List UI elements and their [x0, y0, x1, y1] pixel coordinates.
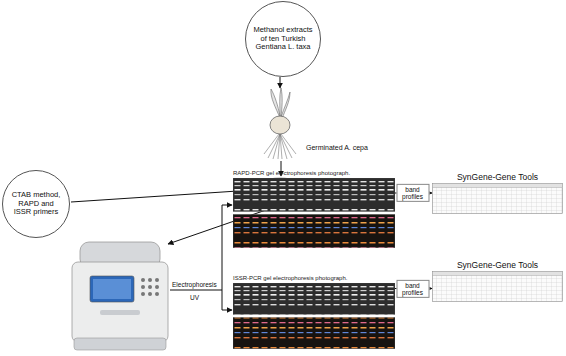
table-image [432, 271, 563, 302]
process-label: UV [190, 294, 199, 302]
gel-photo: RAPD-PCR gel electrophoresis photograph. [233, 170, 395, 248]
flow-arrows [222, 205, 223, 310]
table-grid [433, 184, 563, 214]
thermal-cycler [148, 285, 152, 289]
onion-bulb [270, 116, 290, 134]
gel-image [233, 178, 395, 248]
gel-strip [233, 215, 395, 248]
process-label: Electrophoresis [172, 281, 217, 289]
thermal-cycler [93, 279, 131, 299]
thermal-cycler [148, 278, 152, 282]
flow-arrows [222, 205, 232, 206]
band-table: SynGene-Gene Tools [432, 260, 563, 302]
gel-strip [233, 283, 395, 314]
table-header [433, 184, 563, 188]
thermal-cycler [155, 292, 159, 296]
thermal-cycler [100, 310, 140, 315]
edge-label: band profiles [396, 279, 429, 297]
thermal-cycler [155, 285, 159, 289]
extract-circle: Methanol extracts of ten Turkish Gentian… [245, 1, 321, 77]
thermal-cycler [72, 262, 168, 342]
gel-strip [233, 178, 395, 211]
onion-leaves [271, 88, 290, 119]
flow-arrows [71, 190, 253, 202]
node-text: RAPD-PCR gel electrophoresis photograph. [233, 170, 395, 177]
thermal-cycler [74, 338, 166, 350]
thermal-cycler [141, 292, 145, 296]
node-text: CTAB method, RAPD and ISSR primers [9, 191, 63, 217]
node-text: SynGene-Gene Tools [432, 260, 563, 270]
thermal-cycler [72, 242, 168, 350]
node-text: Methanol extracts of ten Turkish Gentian… [253, 26, 313, 52]
flow-arrows [222, 310, 232, 311]
table-image [432, 183, 563, 214]
band-table: SynGene-Gene Tools [432, 172, 563, 214]
table-grid [433, 272, 563, 302]
thermal-cycler [90, 276, 134, 302]
thermal-cycler [141, 278, 145, 282]
gel-image [233, 283, 395, 349]
image-caption: Germinated A. cepa [306, 144, 368, 152]
node-text: SynGene-Gene Tools [432, 172, 563, 182]
onion-image: Germinated A. cepa [258, 88, 302, 160]
thermal-cycler [155, 278, 159, 282]
edge-label: band profiles [396, 184, 429, 202]
thermal-cycler [148, 292, 152, 296]
method-circle: CTAB method, RAPD and ISSR primers [2, 170, 70, 238]
table-header [433, 272, 563, 276]
onion-roots [264, 134, 296, 159]
thermal-cycler [141, 285, 145, 289]
gel-photo: ISSR-PCR gel electrophoresis photograph. [233, 275, 395, 349]
flow-arrows [170, 290, 222, 291]
flow-arrow [280, 77, 281, 88]
node-text: ISSR-PCR gel electrophoresis photograph. [233, 275, 395, 282]
onion-drawing [258, 88, 302, 160]
gel-strip [233, 318, 395, 349]
